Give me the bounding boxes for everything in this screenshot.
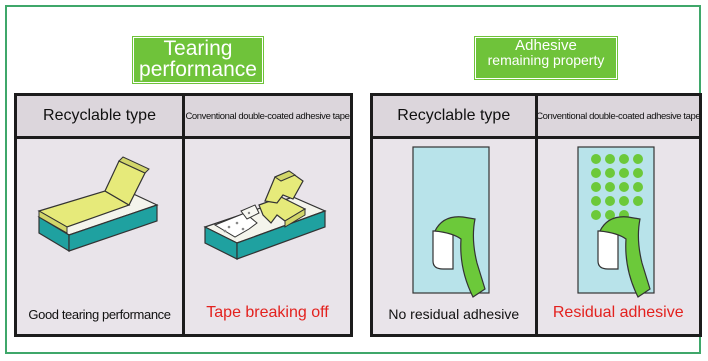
tearing-title-line1: Tearing bbox=[163, 37, 233, 60]
torn-tape-clean-illustration bbox=[37, 156, 159, 253]
tearing-performance-title: Tearing performance bbox=[133, 37, 263, 83]
adhesive-remaining-title: Adhesive remaining property bbox=[475, 37, 617, 79]
residual-adhesive-caption: Residual adhesive bbox=[552, 304, 684, 321]
tearing-title-line2: performance bbox=[139, 58, 257, 81]
conventional-tape-header: Conventional double-coated adhesive tape bbox=[185, 96, 350, 136]
residual-adhesive-cell: Residual adhesive bbox=[537, 139, 699, 334]
torn-tape-broken-illustration bbox=[203, 170, 327, 260]
no-residual-caption: No residual adhesive bbox=[388, 306, 520, 322]
good-tearing-cell: Good tearing performance bbox=[17, 139, 182, 334]
residue-sheet-illustration bbox=[576, 146, 655, 298]
tape-breaking-cell: Tape breaking off bbox=[185, 139, 350, 334]
conventional-tape-header-right: Conventional double-coated adhesive tape bbox=[537, 96, 699, 136]
adhesive-title-line2: remaining property bbox=[487, 52, 605, 68]
clean-sheet-illustration bbox=[412, 146, 490, 298]
adhesive-comparison-panel: Recyclable type Conventional double-coat… bbox=[370, 93, 702, 337]
recyclable-type-header-right: Recyclable type bbox=[373, 96, 535, 136]
tape-breaking-caption: Tape breaking off bbox=[206, 304, 329, 321]
good-tearing-caption: Good tearing performance bbox=[28, 307, 171, 322]
recyclable-type-header: Recyclable type bbox=[17, 96, 182, 136]
no-residual-cell: No residual adhesive bbox=[373, 139, 535, 334]
adhesive-title-line1: Adhesive bbox=[515, 37, 577, 54]
tearing-comparison-panel: Recyclable type Conventional double-coat… bbox=[14, 93, 353, 337]
